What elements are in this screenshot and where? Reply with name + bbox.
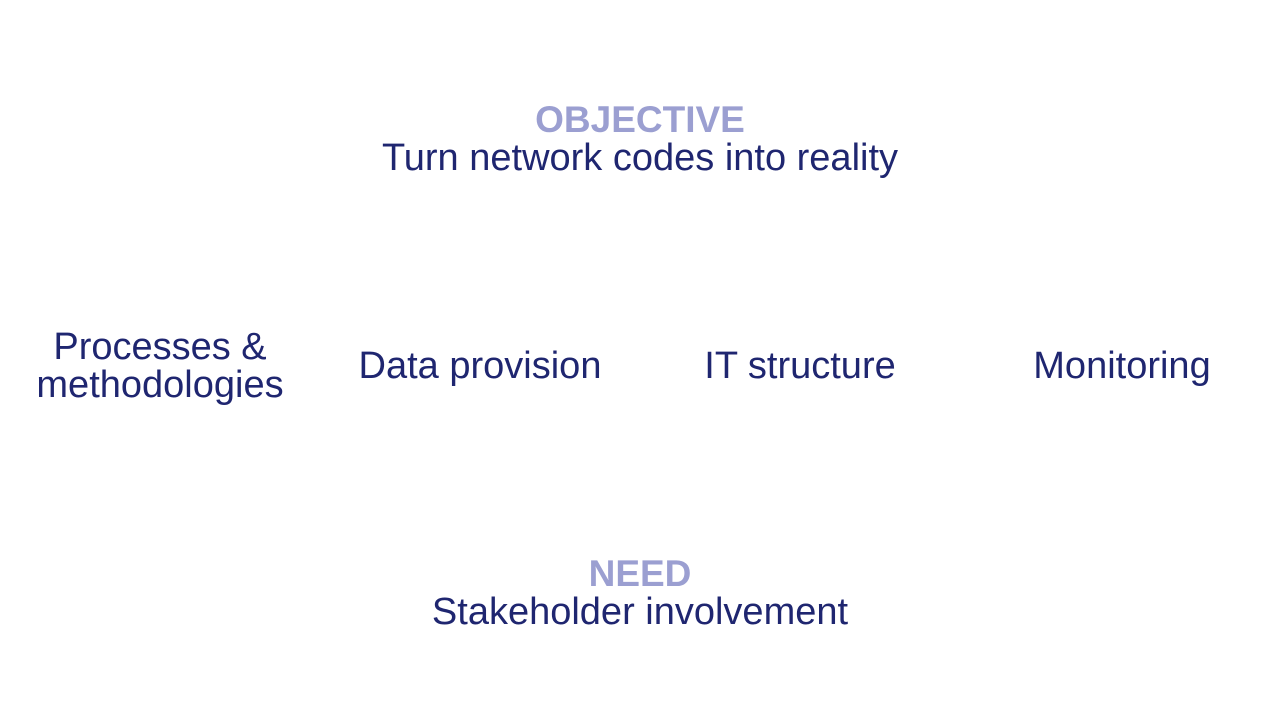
pillar-data-provision: Data provision [358,345,602,387]
need-text: Stakeholder involvement [431,591,849,633]
pillar-it-structure: IT structure [704,345,896,387]
objective-heading: OBJECTIVE [535,99,745,140]
pillar-monitoring: Monitoring [1033,345,1211,387]
need-heading: NEED [588,553,692,594]
need-block: NEED Stakeholder involvement [0,553,1280,633]
objective-block: OBJECTIVE Turn network codes into realit… [0,99,1280,179]
objective-text: Turn network codes into reality [381,137,899,179]
pillar-processes-methodologies: Processes & methodologies [36,326,284,406]
